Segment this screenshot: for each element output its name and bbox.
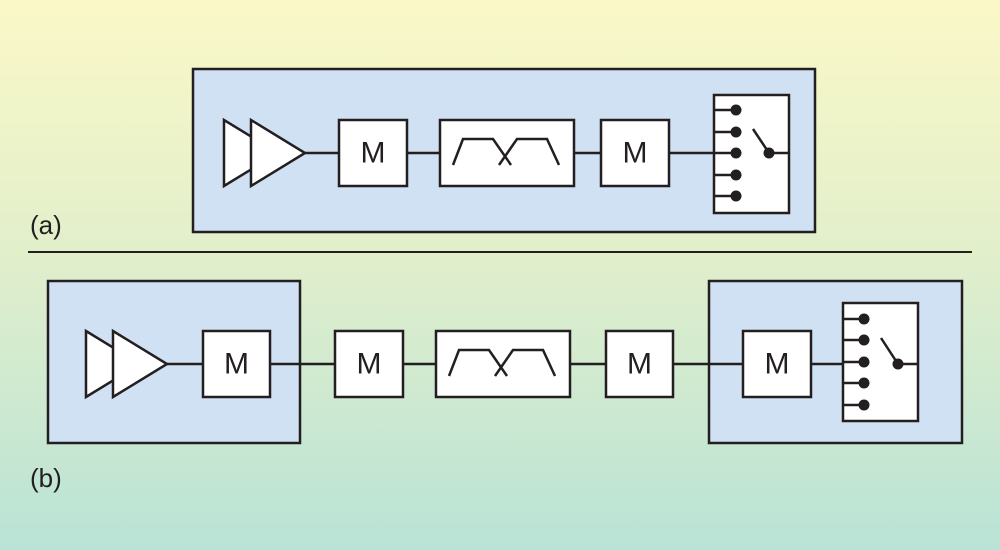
diagram-a-mixer-2-label: M: [623, 137, 648, 170]
diagram-a-caption: (a): [30, 210, 62, 240]
diagram-a-mixer-2: M: [599, 118, 671, 188]
diagram-b-mixer-3-label: M: [627, 348, 652, 381]
diagram-b-mixer-2: M: [333, 329, 405, 399]
diagram-b-right-panel: [707, 279, 964, 445]
diagram-a-mixer-1-label: M: [361, 137, 386, 170]
diagram-b-mixer-1-label: M: [224, 348, 249, 381]
diagram-b-mixer-4-label: M: [765, 348, 790, 381]
diagram-b-mixer-3: M: [604, 329, 675, 399]
diagram-a-switch-matrix-icon: [712, 93, 791, 215]
diagram-b-caption: (b): [30, 463, 62, 493]
diagram-a-amplifier-icon: [222, 117, 308, 189]
diagram-b-mixer-2-label: M: [357, 348, 382, 381]
diagram-a-bandpass-filter-icon: [438, 118, 576, 188]
diagram-a: M M (a): [30, 67, 817, 240]
diagram-b-switch-matrix-icon: [841, 301, 920, 423]
diagram-b-bandpass-filter-icon: [434, 329, 572, 399]
diagram-b-mixer-4: M: [741, 329, 813, 399]
diagram-b: M M M M: [30, 279, 964, 493]
diagram-a-mixer-1: M: [337, 118, 409, 188]
diagram-b-amplifier-icon: [84, 328, 170, 400]
diagram-b-mixer-1: M: [201, 329, 272, 399]
